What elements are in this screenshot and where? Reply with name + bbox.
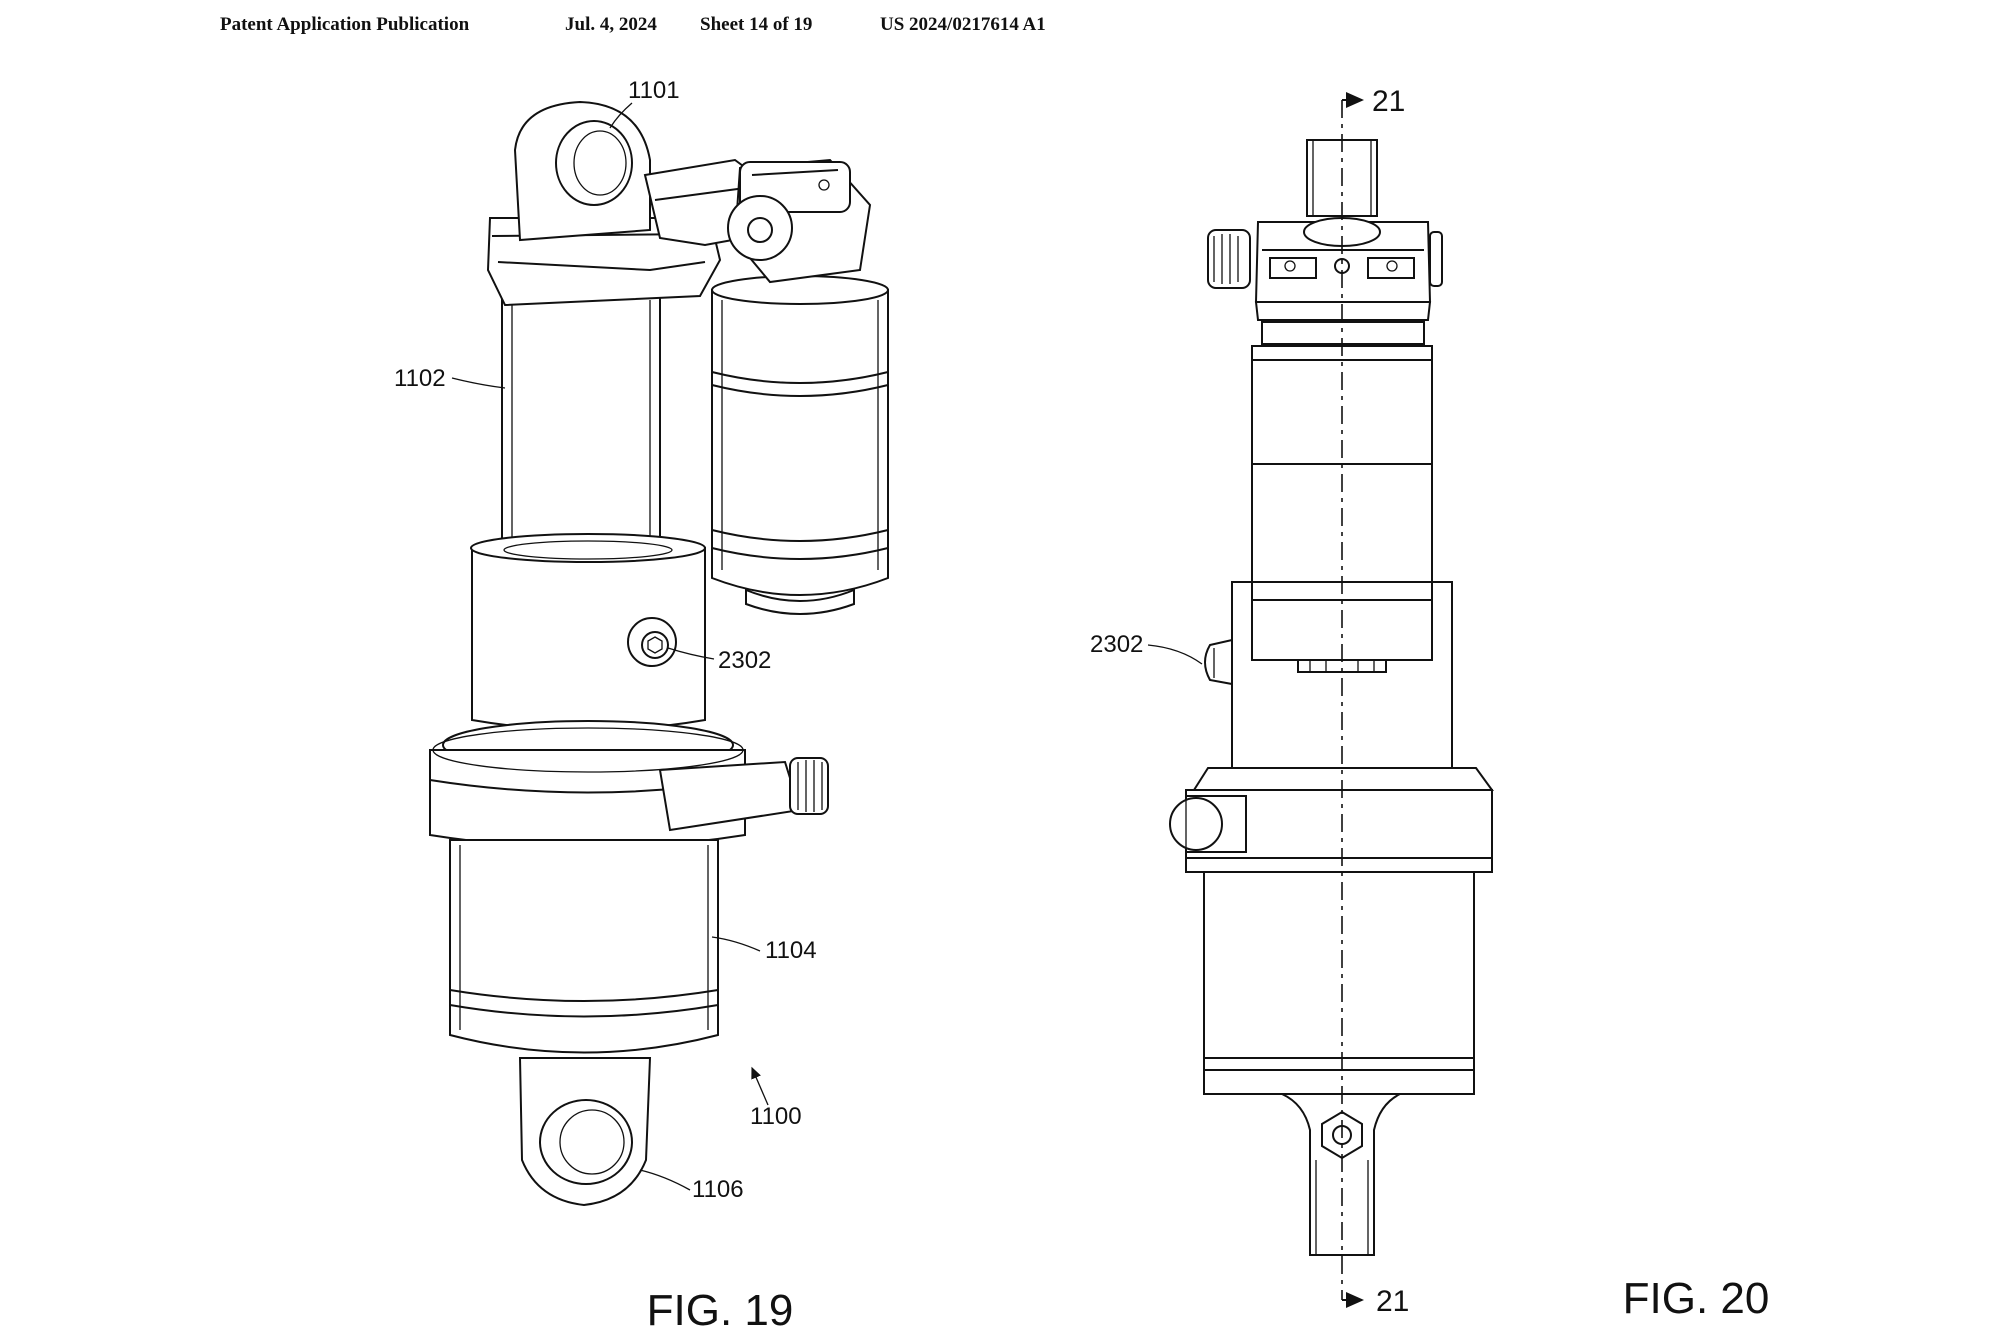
publication-title: Patent Application Publication [220,14,470,35]
leader-2302 [667,647,715,660]
fig20-caption: FIG. 20 [1623,1274,1770,1323]
fig19-lower-eyelet [518,1057,652,1207]
leader-1100 [751,1066,769,1106]
ref-1101: 1101 [628,77,680,104]
ref-1102: 1102 [394,365,446,392]
ref-1106: 1106 [692,1176,744,1203]
fig20-adjuster-2302 [1204,638,1233,686]
fig19-caption: FIG. 19 [647,1286,794,1333]
ref-2302: 2302 [718,647,771,674]
fig20-top-head [1207,217,1443,345]
section-label-top: 21 [1372,85,1405,118]
fig19-reservoir [711,275,889,615]
sheet-number: Sheet 14 of 19 [700,14,813,35]
fig19-upper-eyelet-bore [555,120,633,206]
fig19-main-body [501,295,661,546]
fig19-air-sleeve [470,533,706,731]
fig19-lower-body [449,839,719,1054]
leader-1104 [711,936,761,952]
section-label-bottom: 21 [1376,1285,1409,1318]
fig19-shock-absorber: 1101 1102 2302 1104 1100 1106 FIG. 19 [394,77,889,1333]
fig19-top-head [486,100,872,307]
fig20-lower-eyelet [1281,1093,1401,1256]
publication-number: US 2024/0217614 A1 [880,14,1046,35]
publication-date: Jul. 4, 2024 [565,14,657,35]
fig20-lower-body [1185,857,1493,1095]
fig19-collar [429,720,829,849]
fig20-air-sleeve [1204,581,1453,769]
leader-1102 [451,377,506,389]
leader-1101 [609,102,633,129]
patent-header: Patent Application Publication Jul. 4, 2… [220,14,1046,124]
ref-1100: 1100 [750,1103,802,1130]
leader-fig20-2302 [1147,644,1203,665]
fig20-shock-absorber: 21 21 2302 FIG. 20 [1090,85,1769,1323]
ref-fig20-2302: 2302 [1090,631,1143,658]
ref-1104: 1104 [765,937,817,964]
leader-1106 [639,1169,691,1191]
fig20-collar [1169,767,1494,859]
